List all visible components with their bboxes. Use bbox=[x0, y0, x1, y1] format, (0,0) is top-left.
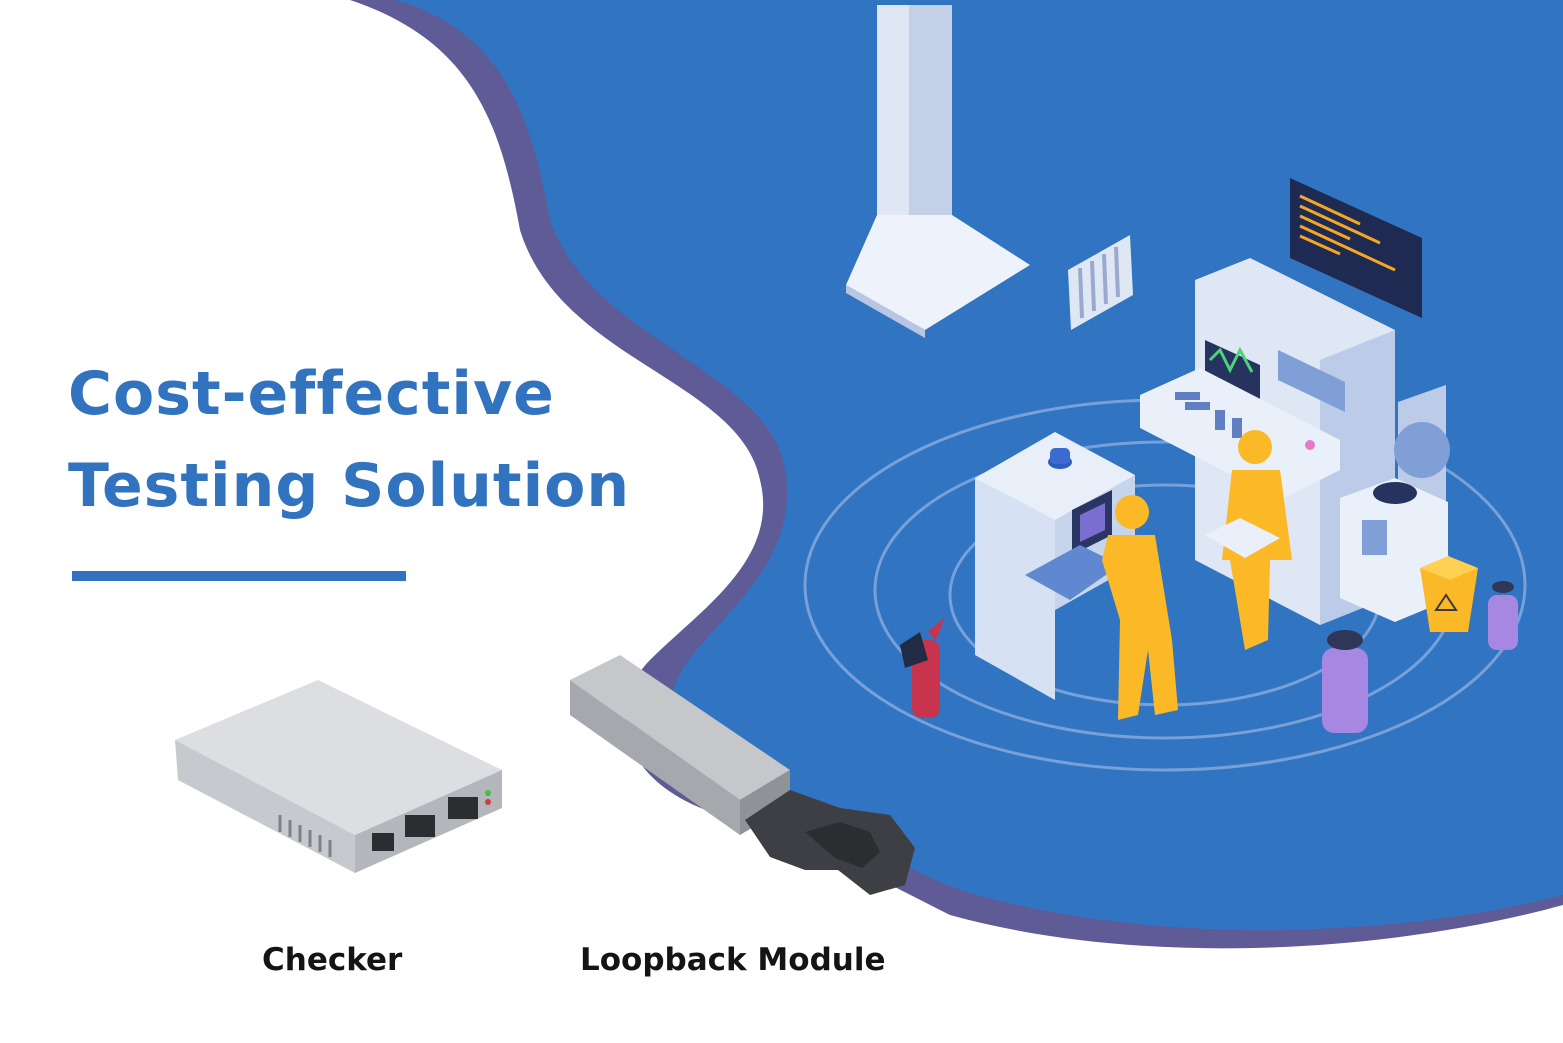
headline-line-1: Cost-effective bbox=[68, 359, 555, 429]
headline: Cost-effective Testing Solution bbox=[68, 348, 630, 532]
biohazard-bin bbox=[1420, 556, 1478, 632]
wall-vent bbox=[1068, 235, 1133, 330]
ceiling-duct bbox=[846, 5, 1030, 338]
loopback-module bbox=[570, 655, 915, 895]
worker-left bbox=[1102, 495, 1178, 720]
fire-extinguisher bbox=[900, 617, 945, 718]
headline-divider bbox=[72, 571, 406, 581]
right-machine bbox=[1340, 385, 1450, 622]
blue-wave-shape bbox=[395, 0, 1563, 931]
headline-line-2: Testing Solution bbox=[68, 451, 631, 521]
worker-right bbox=[1205, 430, 1292, 650]
loopback-caption: Loopback Module bbox=[580, 942, 886, 978]
wall-monitor bbox=[1290, 178, 1422, 318]
checker-device bbox=[175, 680, 502, 873]
checker-caption: Checker bbox=[262, 942, 403, 978]
left-workstation bbox=[975, 432, 1135, 700]
gas-cylinders bbox=[1322, 581, 1518, 733]
